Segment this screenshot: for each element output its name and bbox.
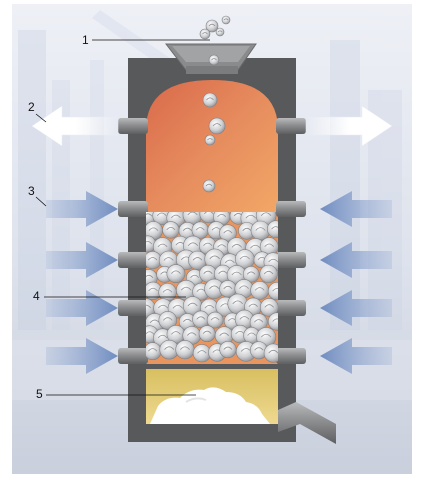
fuel-lump-icon bbox=[175, 340, 195, 360]
fuel-lump-icon bbox=[192, 344, 211, 363]
fuel-lump-icon bbox=[208, 117, 226, 135]
nozzle-pipe bbox=[118, 118, 148, 134]
fuel-lump-icon bbox=[267, 312, 278, 331]
nozzle-pipe bbox=[118, 252, 148, 268]
fuel-lump-icon bbox=[249, 313, 268, 332]
label-5: 5 bbox=[36, 387, 43, 401]
fuel-lump-icon bbox=[158, 311, 177, 330]
nozzle-pipe bbox=[276, 252, 306, 268]
air-inlet-arrows bbox=[46, 191, 392, 374]
exhaust-arrow-left bbox=[31, 105, 119, 147]
air-inlet-arrow-icon bbox=[320, 242, 392, 278]
ash-discharge-pipe bbox=[278, 402, 336, 444]
fuel-lump-icon bbox=[205, 19, 219, 33]
exhaust-arrow-right bbox=[305, 105, 393, 147]
fuel-lump-icon bbox=[263, 343, 278, 363]
fuel-lump-icon bbox=[166, 325, 186, 344]
nozzle-pipe bbox=[276, 348, 306, 364]
leader-line-2 bbox=[35, 113, 47, 123]
leader-lines bbox=[35, 39, 210, 396]
fuel-lump-icon bbox=[208, 54, 220, 66]
fuel-lump-icon bbox=[162, 221, 180, 239]
fuel-lump-icon bbox=[250, 281, 270, 300]
fuel-lump-icon bbox=[206, 311, 224, 329]
fuel-lump-icon bbox=[199, 28, 211, 40]
air-inlet-arrow-icon bbox=[320, 338, 392, 374]
fuel-lump-icon bbox=[204, 134, 216, 146]
fuel-lump-icon bbox=[221, 15, 231, 25]
fuel-lump-icon bbox=[166, 264, 186, 283]
nozzle-pipe bbox=[118, 201, 148, 217]
nozzle-pipe bbox=[276, 300, 306, 316]
fuel-lump-icon bbox=[267, 220, 278, 238]
nozzles bbox=[118, 118, 306, 364]
air-inlet-arrow-icon bbox=[46, 242, 118, 278]
fuel-lump-icon bbox=[191, 221, 209, 239]
fuel-lump-icon bbox=[259, 264, 278, 284]
leader-line-3 bbox=[35, 196, 47, 207]
air-inlet-arrow-icon bbox=[46, 338, 118, 374]
fuel-lump-icon bbox=[158, 283, 177, 302]
fuel-lump-icon bbox=[219, 340, 237, 359]
fuel-lump-icon bbox=[215, 27, 225, 37]
falling-fuel bbox=[199, 15, 231, 193]
nozzle-pipe bbox=[118, 300, 148, 316]
fuel-lump-icon bbox=[192, 310, 210, 329]
fuel-bed bbox=[146, 212, 278, 363]
ash-pile bbox=[150, 387, 270, 424]
nozzle-pipe bbox=[118, 348, 148, 364]
fuel-lump-icon bbox=[146, 342, 162, 361]
air-inlet-arrow-icon bbox=[46, 290, 118, 326]
label-2: 2 bbox=[28, 100, 35, 114]
fuel-lump-icon bbox=[199, 212, 219, 224]
fuel-lump-icon bbox=[267, 282, 278, 301]
label-1: 1 bbox=[82, 33, 89, 47]
fuel-lump-icon bbox=[202, 92, 218, 108]
air-inlet-arrow-icon bbox=[46, 191, 118, 227]
exhaust-arrow-icon bbox=[31, 105, 119, 147]
fuel-lump-icon bbox=[146, 251, 162, 270]
label-4: 4 bbox=[33, 289, 40, 303]
combustion-chamber bbox=[146, 80, 278, 212]
fuel-lump-icon bbox=[259, 298, 278, 317]
fuel-lump-icon bbox=[202, 179, 216, 193]
fuel-lump-icon bbox=[242, 266, 260, 283]
air-inlet-arrow-icon bbox=[320, 191, 392, 227]
grate bbox=[146, 364, 278, 369]
exhaust-arrow-icon bbox=[305, 105, 393, 147]
nozzle-pipe bbox=[276, 118, 306, 134]
fuel-lump-icon bbox=[146, 281, 163, 301]
nozzle-pipe bbox=[276, 201, 306, 217]
air-inlet-arrow-icon bbox=[320, 290, 392, 326]
fuel-lump-icon bbox=[250, 220, 271, 241]
fuel-lump-icon bbox=[198, 325, 216, 343]
label-3: 3 bbox=[28, 184, 35, 198]
